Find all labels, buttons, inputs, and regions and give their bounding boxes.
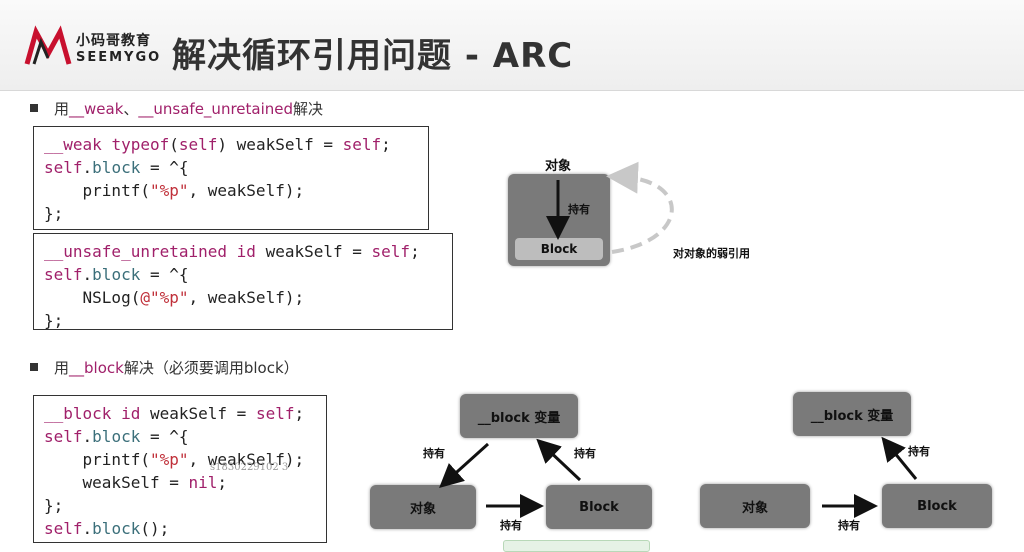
diagram2-block-var-box: __block 变量 xyxy=(460,394,578,438)
partial-green-box xyxy=(503,540,650,552)
code-line: }; xyxy=(44,496,64,515)
section1-separator: 、 xyxy=(123,100,139,118)
diagram2-arrow-block-to-var xyxy=(536,438,582,482)
code-line: self.block(); xyxy=(44,519,170,538)
section1-heading: 用__weak、__unsafe_unretained解决 xyxy=(30,98,323,119)
code-line: self.block = ^{ xyxy=(44,265,189,284)
slide-header: 小码哥教育 SEEMYGO 解决循环引用问题 - ARC xyxy=(0,0,1024,91)
diagram2-hold-left-label: 持有 xyxy=(423,447,445,460)
diagram3-block-box: Block xyxy=(882,484,992,528)
section1-keyword-unsafe: __unsafe_unretained xyxy=(138,100,294,118)
brand-logo: 小码哥教育 SEEMYGO xyxy=(24,24,184,74)
diagram3-object-box: 对象 xyxy=(700,484,810,528)
code-line: NSLog(@"%p", weakSelf); xyxy=(44,288,305,307)
bullet-square-icon xyxy=(30,104,38,112)
diagram1-weak-ref-label: 对对象的弱引用 xyxy=(673,247,750,260)
code-line: self.block = ^{ xyxy=(44,158,189,177)
code-block-block: __block id weakSelf = self; self.block = … xyxy=(33,395,327,543)
section1-suffix: 解决 xyxy=(293,100,324,118)
diagram3-hold-up-label: 持有 xyxy=(908,445,930,458)
code-line: printf("%p", weakSelf); xyxy=(44,450,305,469)
section1-keyword-weak: __weak xyxy=(69,100,124,118)
logo-m-icon xyxy=(24,25,72,65)
diagram1-block-box: Block xyxy=(515,238,603,260)
diagram3-block-var-box: __block 变量 xyxy=(793,392,911,436)
code-block-weak: __weak typeof(self) weakSelf = self; self… xyxy=(33,126,429,230)
section2-keyword-block: __block xyxy=(69,359,124,377)
diagram1-hold-label: 持有 xyxy=(568,203,590,216)
bullet-square-icon xyxy=(30,363,38,371)
diagram2-arrow-var-to-object xyxy=(439,442,490,489)
code-line: __weak typeof(self) weakSelf = self; xyxy=(44,135,391,154)
diagram3-arrow-block-to-var xyxy=(881,436,918,480)
section1-prefix: 用 xyxy=(54,100,70,118)
code-line: self.block = ^{ xyxy=(44,427,189,446)
diagram1-weak-ref-arrow xyxy=(606,161,674,254)
code-line: __unsafe_unretained id weakSelf = self; xyxy=(44,242,420,261)
diagram2-hold-right-label: 持有 xyxy=(574,447,596,460)
diagram1-object-label: 对象 xyxy=(545,159,572,174)
code-line: printf("%p", weakSelf); xyxy=(44,181,305,200)
section2-suffix: 解决（必须要调用block） xyxy=(123,359,299,377)
code-line: __block id weakSelf = self; xyxy=(44,404,305,423)
section2-prefix: 用 xyxy=(54,359,70,377)
logo-english-text: SEEMYGO xyxy=(76,50,162,65)
code-block-unsafe-unretained: __unsafe_unretained id weakSelf = self; s… xyxy=(33,233,453,330)
code-line: }; xyxy=(44,204,64,223)
slide-title: 解决循环引用问题 - ARC xyxy=(172,36,574,76)
section2-heading: 用__block解决（必须要调用block） xyxy=(30,357,299,378)
diagram3-hold-bottom-label: 持有 xyxy=(838,519,860,532)
watermark-text: s1830229102 3 xyxy=(210,462,289,473)
diagram2-block-box: Block xyxy=(546,485,652,529)
code-line: }; xyxy=(44,311,64,330)
diagram2-object-box: 对象 xyxy=(370,485,476,529)
logo-chinese-text: 小码哥教育 xyxy=(76,33,151,49)
diagram2-hold-bottom-label: 持有 xyxy=(500,519,522,532)
code-line: weakSelf = nil; xyxy=(44,473,228,492)
